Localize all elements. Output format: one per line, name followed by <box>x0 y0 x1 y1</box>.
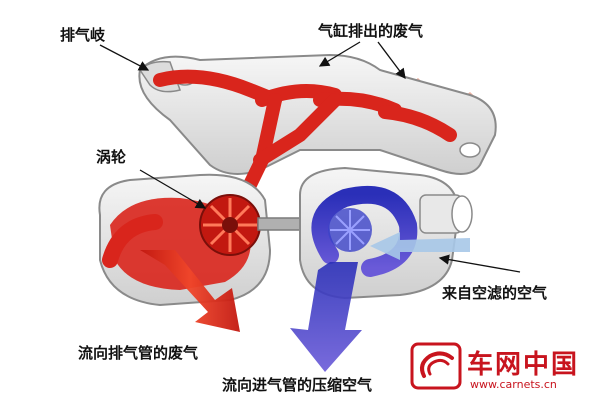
compressed-air-outflow-arrow <box>290 262 362 372</box>
watermark: 车网中国 www.carnets.cn <box>404 340 600 400</box>
logo-mark <box>410 342 462 390</box>
label-cylinder-exhaust: 气缸排出的废气 <box>318 22 424 40</box>
label-leader-lines <box>99 41 521 273</box>
watermark-url: www.carnets.cn <box>470 378 557 391</box>
label-to-exhaust-pipe: 流向排气管的废气 <box>78 344 199 362</box>
label-exhaust-manifest: 排气岐 <box>60 26 106 44</box>
fresh-air-inflow <box>370 232 470 260</box>
label-to-intake-pipe: 流向进气管的压缩空气 <box>222 376 373 394</box>
label-turbine: 涡轮 <box>96 148 127 166</box>
watermark-name: 车网中国 <box>467 350 580 380</box>
label-from-air-filter: 来自空滤的空气 <box>442 284 548 302</box>
exhaust-outflow-arrow <box>102 214 240 332</box>
